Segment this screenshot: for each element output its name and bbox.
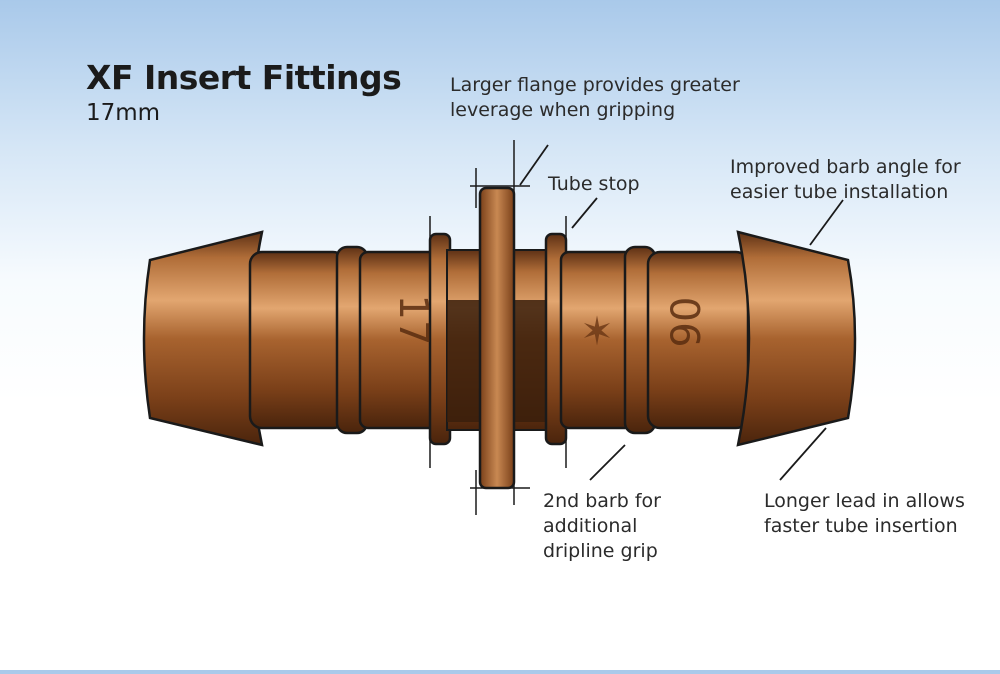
leader-lines <box>519 144 844 481</box>
callout-lead-in: Longer lead in allows faster tube insert… <box>764 490 965 537</box>
callout-second-barb: 2nd barb for additional dripline grip <box>543 490 661 562</box>
right-barb <box>736 230 857 447</box>
right-code-marking: 90 <box>664 297 710 348</box>
diagram-subtitle: 17mm <box>86 100 161 126</box>
diagram-title: XF Insert Fittings <box>86 58 402 97</box>
center-flange <box>478 186 516 490</box>
callout-tube-stop: Tube stop <box>548 173 640 195</box>
left-shank <box>248 250 347 430</box>
guide-lines <box>429 140 567 515</box>
callout-barb-angle: Improved barb angle for easier tube inst… <box>730 156 961 203</box>
callout-flange: Larger flange provides greater leverage … <box>450 74 740 121</box>
left-barb <box>142 230 264 447</box>
bird-logo-icon: ✶ <box>580 309 614 355</box>
left-size-marking: 17 <box>390 295 436 346</box>
